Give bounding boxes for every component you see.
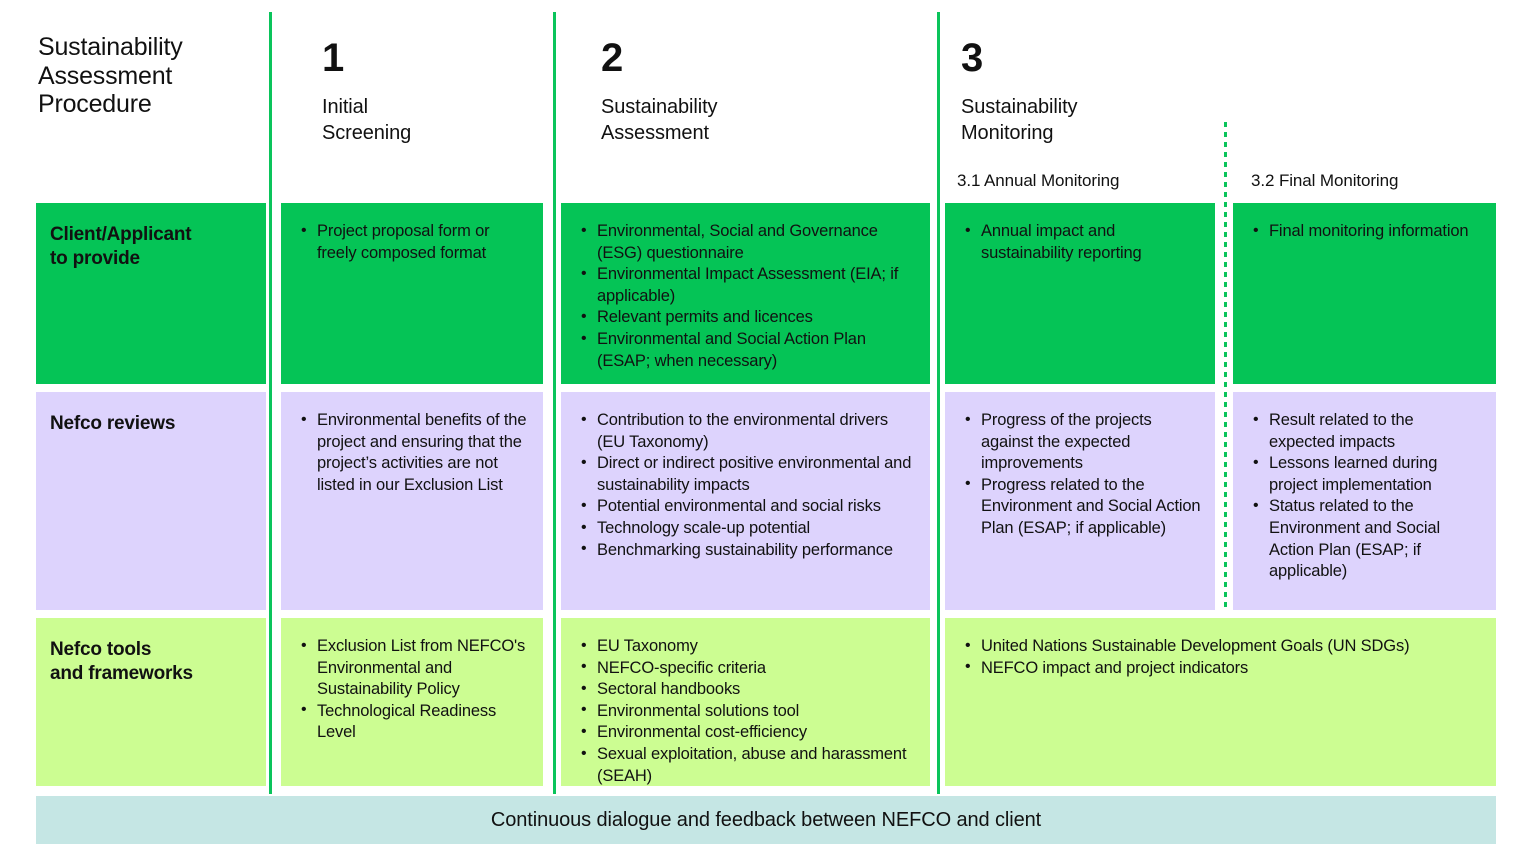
list-item: Contribution to the environmental driver… [581, 409, 916, 453]
list-item: Status related to the Environment and So… [1253, 496, 1482, 582]
list-item: Result related to the expected impacts [1253, 409, 1482, 453]
row-label-client-applicant-text: Client/Applicant to provide [36, 203, 266, 272]
list-item: Exclusion List from NEFCO's Environmenta… [301, 636, 529, 701]
substage-3-2-label: 3.2 Final Monitoring [1251, 171, 1399, 190]
stage-3-number: 3 [961, 36, 983, 80]
list-item: Technology scale-up potential [581, 518, 916, 540]
stage-3-name-line-1: Sustainability [961, 96, 1078, 118]
row-label-nefco-tools-line-2: and frameworks [50, 663, 193, 685]
stage-1-name: Initial Screening [322, 94, 532, 147]
cell-tools-stage3-merged: United Nations Sustainable Development G… [945, 618, 1496, 786]
list-item: Direct or indirect positive environmenta… [581, 453, 916, 496]
stage-divider-2 [553, 12, 556, 794]
stage-1-name-line-1: Initial [322, 96, 368, 118]
page-title-line-2: Assessment [38, 61, 173, 90]
stage-divider-1 [269, 12, 272, 794]
list-item: Final monitoring information [1253, 221, 1482, 243]
bullet-list: United Nations Sustainable Development G… [945, 618, 1496, 679]
cell-client-stage3-1: Annual impact and sustainability reporti… [945, 203, 1215, 384]
stage-2-name-line-2: Assessment [601, 122, 709, 145]
stage-1-number: 1 [322, 36, 344, 80]
stage-2-number: 2 [601, 36, 623, 80]
stage-2-name-line-1: Sustainability [601, 96, 718, 118]
list-item: Project proposal form or freely composed… [301, 220, 529, 264]
row-label-nefco-tools-line-1: Nefco tools [50, 639, 152, 660]
cell-tools-stage2: EU Taxonomy NEFCO-specific criteria Sect… [561, 618, 930, 786]
bullet-list: Project proposal form or freely composed… [281, 203, 543, 264]
list-item: Technological Readiness Level [301, 700, 529, 744]
list-item: NEFCO-specific criteria [581, 657, 916, 680]
stage-3-name: Sustainability Monitoring [961, 94, 1211, 147]
cell-tools-stage1: Exclusion List from NEFCO's Environmenta… [281, 618, 543, 786]
row-label-nefco-reviews: Nefco reviews [36, 392, 266, 610]
bullet-list: EU Taxonomy NEFCO-specific criteria Sect… [561, 618, 930, 787]
bullet-list: Final monitoring information [1233, 203, 1496, 243]
cell-reviews-stage3-1: Progress of the projects against the exp… [945, 392, 1215, 610]
substage-3-1-label: 3.1 Annual Monitoring [957, 171, 1120, 190]
continuous-dialogue-banner: Continuous dialogue and feedback between… [36, 796, 1496, 844]
bullet-list: Exclusion List from NEFCO's Environmenta… [281, 618, 543, 744]
stage-1-name-line-2: Screening [322, 122, 412, 145]
list-item: Environmental, Social and Governance (ES… [581, 220, 916, 264]
row-label-nefco-reviews-text: Nefco reviews [50, 413, 176, 434]
list-item: United Nations Sustainable Development G… [965, 636, 1482, 658]
row-label-nefco-tools: Nefco tools and frameworks [36, 618, 266, 786]
list-item: Progress related to the Environment and … [965, 474, 1201, 540]
bullet-list: Environmental, Social and Governance (ES… [561, 203, 930, 372]
list-item: Sectoral handbooks [581, 679, 916, 701]
continuous-dialogue-text: Continuous dialogue and feedback between… [490, 808, 1042, 831]
list-item: Benchmarking sustainability performance [581, 539, 916, 562]
row-label-client-applicant-line-1: Client/Applicant [50, 224, 192, 245]
row-label-client-applicant: Client/Applicant to provide [36, 203, 266, 384]
stage-3-name-line-2: Monitoring [961, 122, 1054, 145]
row-label-client-applicant-line-2: to provide [50, 248, 140, 270]
list-item: Relevant permits and licences [581, 307, 916, 329]
list-item: Lessons learned during project implement… [1253, 453, 1482, 496]
substage-divider-dotted [1224, 122, 1227, 612]
page-title-line-1: Sustainability [38, 33, 183, 61]
list-item: Progress of the projects against the exp… [965, 410, 1201, 475]
bullet-list: Progress of the projects against the exp… [945, 392, 1215, 540]
cell-reviews-stage3-2: Result related to the expected impacts L… [1233, 392, 1496, 610]
list-item: Environmental benefits of the project an… [301, 409, 529, 496]
list-item: Potential environmental and social risks [581, 496, 916, 518]
stage-2-name: Sustainability Assessment [601, 94, 921, 147]
cell-reviews-stage2: Contribution to the environmental driver… [561, 392, 930, 610]
list-item: Environmental and Social Action Plan (ES… [581, 329, 916, 372]
bullet-list: Environmental benefits of the project an… [281, 392, 543, 496]
list-item: NEFCO impact and project indicators [965, 657, 1482, 680]
page-title-line-3: Procedure [38, 90, 152, 118]
page-title: Sustainability Assessment Procedure [38, 33, 268, 119]
cell-client-stage1: Project proposal form or freely composed… [281, 203, 543, 384]
list-item: Environmental solutions tool [581, 700, 916, 723]
list-item: Environmental cost-efficiency [581, 722, 916, 744]
bullet-list: Annual impact and sustainability reporti… [945, 203, 1215, 264]
list-item: Sexual exploitation, abuse and harassmen… [581, 744, 916, 787]
list-item: Annual impact and sustainability reporti… [965, 220, 1201, 264]
list-item: EU Taxonomy [581, 636, 916, 658]
list-item: Environmental Impact Assessment (EIA; if… [581, 264, 916, 307]
row-label-nefco-tools-text: Nefco tools and frameworks [36, 618, 266, 687]
bullet-list: Result related to the expected impacts L… [1233, 392, 1496, 583]
cell-client-stage2: Environmental, Social and Governance (ES… [561, 203, 930, 384]
cell-reviews-stage1: Environmental benefits of the project an… [281, 392, 543, 610]
stage-divider-3 [937, 12, 940, 794]
cell-client-stage3-2: Final monitoring information [1233, 203, 1496, 384]
bullet-list: Contribution to the environmental driver… [561, 392, 930, 561]
